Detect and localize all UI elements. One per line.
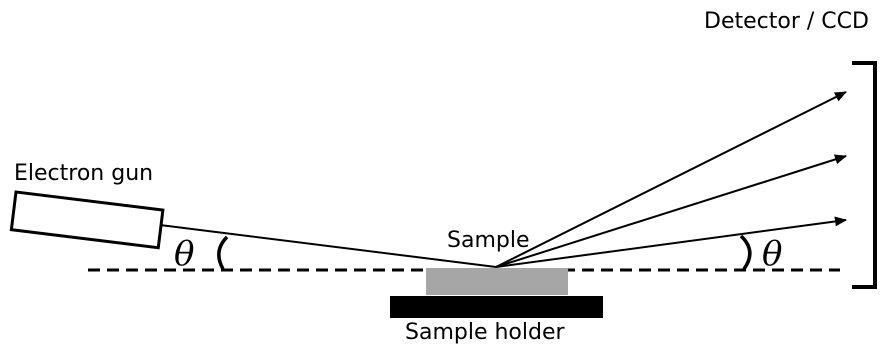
diffracted-beam	[495, 154, 847, 268]
incident-angle-theta: θ	[174, 234, 194, 274]
incident-beam	[159, 224, 497, 268]
electron-gun-label: Electron gun	[14, 161, 153, 186]
exit-angle-arc	[739, 234, 752, 271]
sample	[426, 268, 568, 295]
electron-gun	[9, 190, 165, 250]
detector-screen	[852, 61, 877, 289]
incident-angle-arc	[217, 235, 229, 270]
sample-label: Sample	[447, 228, 530, 253]
sample-holder	[390, 296, 603, 318]
diffracted-beam	[495, 91, 847, 268]
diffracted-beam	[495, 216, 847, 268]
sample-holder-label: Sample holder	[405, 320, 565, 345]
detector-label: Detector / CCD	[704, 9, 869, 34]
exit-angle-theta: θ	[762, 234, 782, 274]
